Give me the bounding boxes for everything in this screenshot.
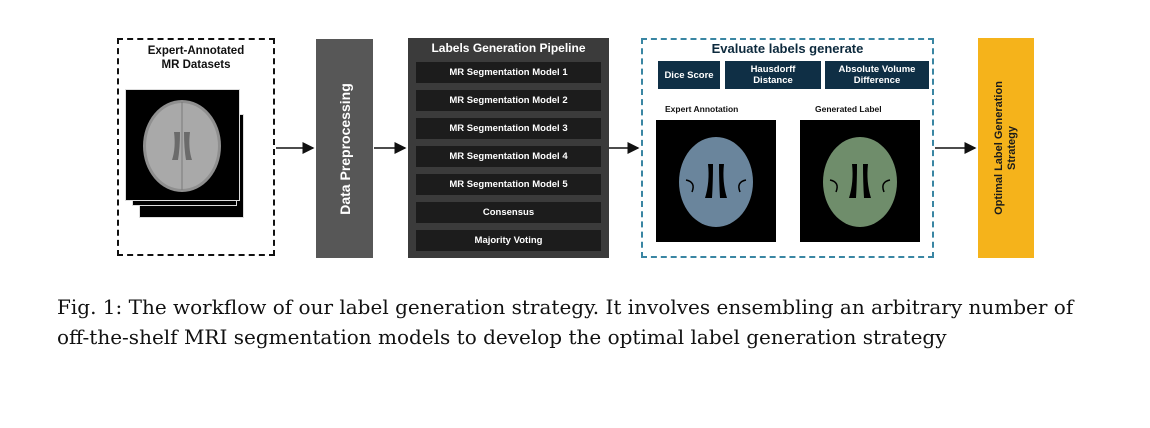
optimal-strategy-box: Optimal Label Generation Strategy: [978, 38, 1034, 258]
generated-label-image: [800, 120, 920, 242]
pipeline-item-majority-voting: Majority Voting: [416, 230, 601, 251]
brain-mri-image: [143, 100, 221, 192]
metric-absolute-volume-difference: Absolute Volume Difference: [825, 61, 929, 89]
pipeline-item-model-2: MR Segmentation Model 2: [416, 90, 601, 111]
expert-annotation-label: Expert Annotation: [665, 104, 739, 114]
pipeline-item-consensus: Consensus: [416, 202, 601, 223]
metric-dice-score: Dice Score: [658, 61, 720, 89]
pipeline-item-model-1: MR Segmentation Model 1: [416, 62, 601, 83]
metric-hausdorff-distance: Hausdorff Distance: [725, 61, 821, 89]
pipeline-item-model-4: MR Segmentation Model 4: [416, 146, 601, 167]
generated-label-label: Generated Label: [815, 104, 882, 114]
evaluate-title: Evaluate labels generate: [711, 41, 864, 56]
pipeline-item-model-5: MR Segmentation Model 5: [416, 174, 601, 195]
pipeline-title: Labels Generation Pipeline: [431, 41, 586, 55]
pipeline-box: Labels Generation Pipeline MR Segmentati…: [408, 38, 609, 258]
datasets-box: Expert-Annotated MR Datasets: [117, 38, 275, 256]
preprocessing-label: Data Preprocessing: [336, 82, 353, 215]
preprocessing-box: Data Preprocessing: [316, 39, 373, 258]
optimal-strategy-label: Optimal Label Generation Strategy: [993, 81, 1018, 215]
mr-slice-front: [125, 89, 240, 201]
expert-annotation-image: [656, 120, 776, 242]
figure-caption: Fig. 1: The workflow of our label genera…: [57, 295, 1074, 349]
datasets-title: Expert-Annotated MR Datasets: [147, 45, 245, 71]
pipeline-item-model-3: MR Segmentation Model 3: [416, 118, 601, 139]
evaluate-box: Evaluate labels generate Dice Score Haus…: [641, 38, 934, 258]
